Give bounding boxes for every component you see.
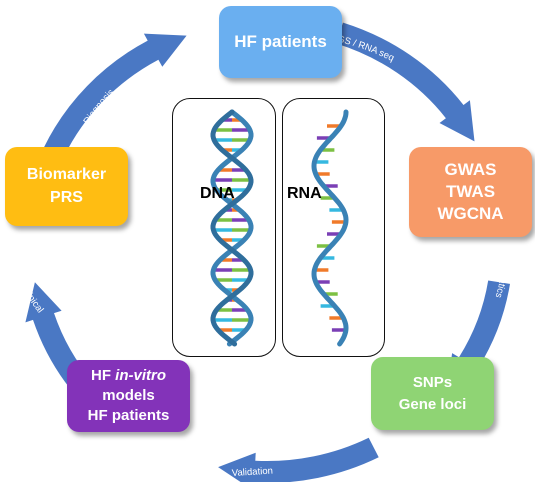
edge-label-validation: Validation xyxy=(232,466,274,479)
arc-validation xyxy=(218,437,379,482)
rna-strand xyxy=(311,109,349,347)
in-vitro-node: HF in-vitro models HF patients xyxy=(67,360,190,432)
biomarker-label: Biomarker xyxy=(26,166,107,184)
snps-node: SNPs Gene loci xyxy=(371,357,494,430)
dna-strand-b xyxy=(210,109,254,347)
arc-ngs xyxy=(336,22,475,142)
hf-patients-node: HF patients xyxy=(219,6,342,78)
rna-label: RNA xyxy=(287,185,322,202)
twas-label: TWAS xyxy=(445,181,496,201)
models-label: models xyxy=(102,386,155,404)
wgcna-label: WGCNA xyxy=(437,204,504,224)
dna-double-helix xyxy=(210,109,254,347)
arc-diagnosis xyxy=(44,33,187,157)
snps-label: SNPs xyxy=(412,373,453,391)
gwas-label: GWAS xyxy=(444,159,497,179)
hf-patients-label: HF patients xyxy=(234,32,327,52)
prs-label: PRS xyxy=(50,188,83,206)
rna-single-strand xyxy=(311,109,349,347)
gwas-node: GWAS TWAS WGCNA xyxy=(409,147,532,237)
biomarker-node: Biomarker PRS xyxy=(5,147,128,226)
in-vitro-hf-patients-label: HF patients xyxy=(87,407,170,425)
gene-loci-label: Gene loci xyxy=(398,395,467,413)
rna-panel xyxy=(282,98,385,357)
dna-label: DNA xyxy=(200,185,235,202)
dna-strand-a xyxy=(210,109,254,347)
in-vitro-title: HF in-vitro xyxy=(90,366,166,384)
